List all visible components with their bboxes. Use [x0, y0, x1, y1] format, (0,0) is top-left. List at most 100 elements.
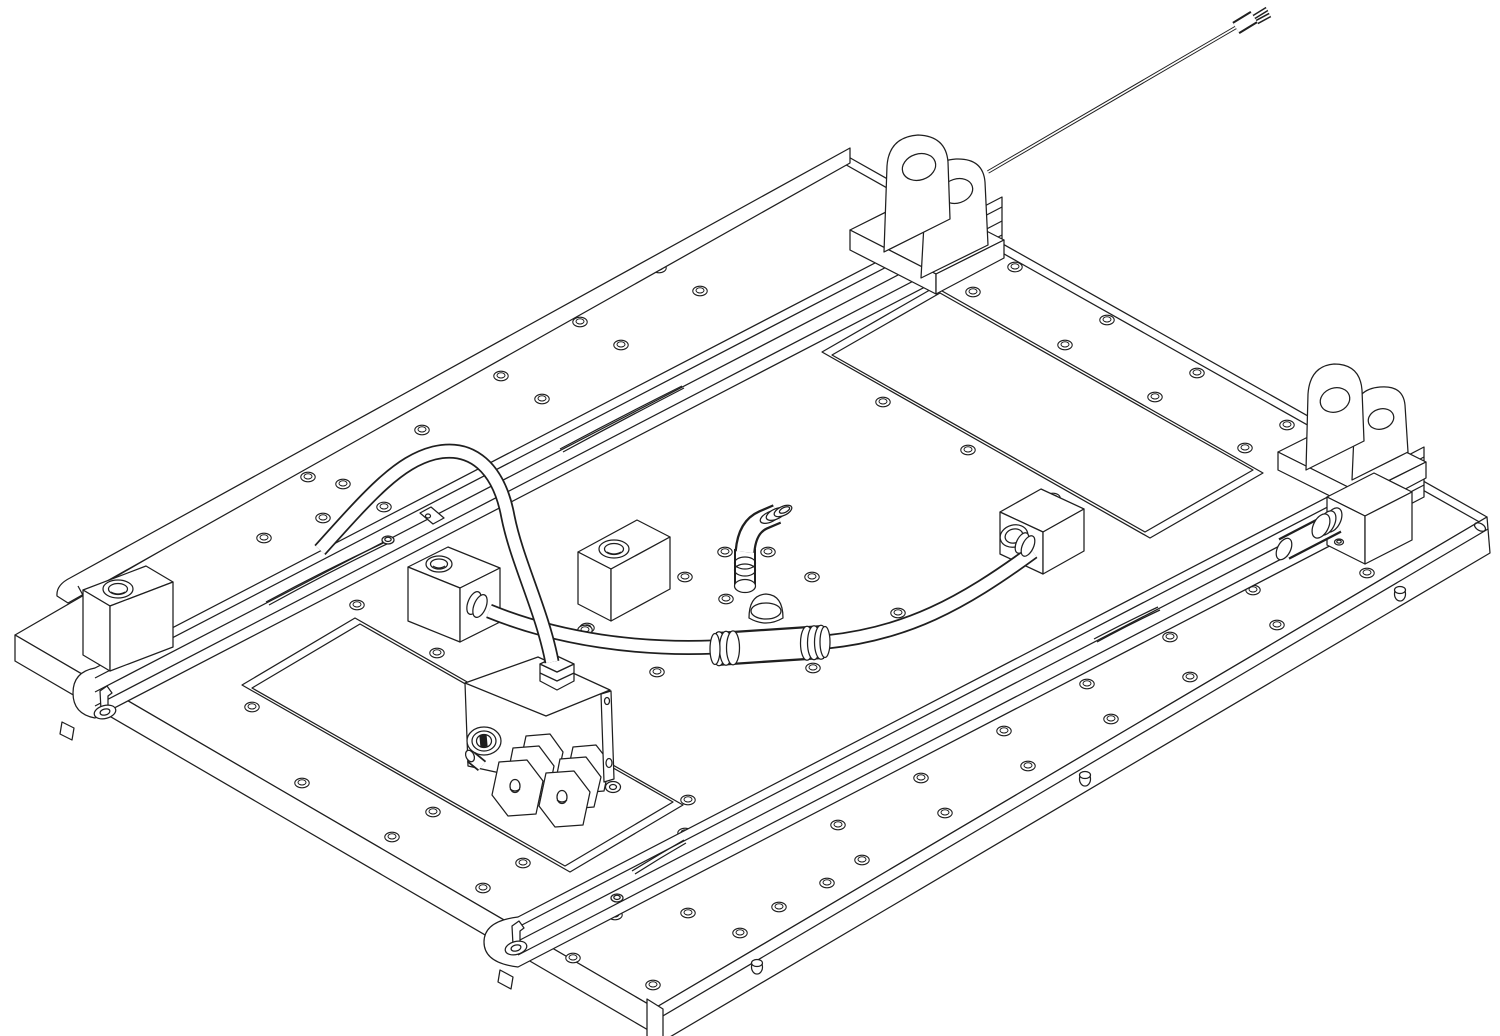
tube-end-collar: [1020, 535, 1036, 557]
screw-hole-slot: [859, 860, 865, 863]
elbow-base-cap: [733, 578, 757, 594]
screw-hole-slot: [1274, 625, 1280, 628]
screw-hole-slot: [381, 507, 387, 510]
screw-hole-slot: [809, 577, 815, 580]
screw-hole-slot: [261, 538, 267, 541]
screw-hole-slot: [737, 933, 743, 936]
air-tube-left-bore: [486, 605, 715, 654]
screw-hole-slot: [320, 518, 326, 521]
screw-hole-slot: [1284, 425, 1290, 428]
manifold-port-slot: [479, 734, 488, 748]
back-rail-line: [94, 220, 1003, 693]
elbow-ring: [733, 556, 757, 570]
screw-hole-slot: [810, 668, 816, 671]
counterbore-tick: [606, 551, 622, 555]
counterbore-tick: [110, 591, 126, 595]
guide-block-left-center-counterbore-inner: [429, 558, 449, 570]
back-rail-line: [94, 206, 1003, 679]
lifting-lug-right-front: [1305, 363, 1365, 471]
front-rail-foot: [497, 969, 514, 990]
screw-hole-slot: [1194, 373, 1200, 376]
front-rail-slot: [631, 839, 685, 872]
screw-hole-slot: [685, 800, 691, 803]
lifting-lug-top-front-hole: [901, 152, 937, 182]
cable-connector-prong-bore: [1253, 8, 1268, 18]
screw-hole-slot: [340, 484, 346, 487]
stop-block-right-side: [1364, 491, 1413, 565]
lifting-lug-top-front: [883, 134, 951, 253]
manifold-port-ring: [471, 730, 497, 752]
screw-hole-slot: [1108, 719, 1114, 722]
manifold-clip-screw: [605, 757, 613, 769]
top-lug-bracket-side: [935, 239, 1005, 295]
back-rail-slot: [268, 540, 394, 606]
back-rail-slot: [559, 385, 683, 450]
screw-hole-slot: [1104, 320, 1110, 323]
screw-hole-slot: [1012, 267, 1018, 270]
screw-hole-slot: [249, 707, 255, 710]
screw-hole-slot: [419, 430, 425, 433]
lifting-lug-right-front-hole: [1319, 387, 1351, 413]
screw-hole-slot: [970, 292, 976, 295]
screw-hole-slot: [1167, 637, 1173, 640]
elbow-end-inner: [778, 506, 791, 514]
front-rail-slot: [1093, 606, 1159, 640]
screw-hole-slot: [765, 552, 771, 555]
screw-hole-slot: [1025, 766, 1031, 769]
screw-hole-slot: [722, 552, 728, 555]
stop-block-right-screw-inner: [1336, 539, 1342, 544]
screw-hole-slot: [824, 883, 830, 886]
screw-hole-slot: [480, 888, 486, 891]
manifold-standpipe-band: [539, 672, 575, 682]
locating-pin-end-cap: [1275, 537, 1293, 561]
tee-end-cap: [819, 625, 831, 659]
front-rail-latch-washer-inner: [510, 944, 522, 952]
front-rail-slot: [634, 842, 687, 875]
screw-hole-slot: [1001, 731, 1007, 734]
tee-dome-ring: [750, 602, 782, 620]
screw-hole-slot: [1242, 448, 1248, 451]
stop-block-left-side: [109, 581, 174, 672]
cable-connector-ferrule-bore: [1233, 12, 1257, 33]
screw-hole-slot: [389, 837, 395, 840]
screw-hole-slot: [697, 291, 703, 294]
screw-hole-slot: [354, 605, 360, 608]
elbow-end-cap: [773, 504, 793, 518]
front-rail-line: [517, 484, 1425, 956]
front-rail-latch-washer: [504, 940, 528, 956]
screw-hole-slot: [1364, 573, 1370, 576]
back-rail-latch-washer-inner: [99, 708, 111, 716]
elbow-ring: [733, 563, 757, 577]
push-fit-collar: [472, 594, 488, 618]
stop-block-left-counterbore: [102, 579, 134, 599]
front-rail-line: [517, 470, 1425, 942]
screw-hole-slot: [1062, 345, 1068, 348]
screw-hole-slot: [570, 958, 576, 961]
tee-end-cap: [709, 632, 721, 666]
manifold-top-edge: [464, 682, 611, 717]
screw-hole-slot: [654, 672, 660, 675]
screw-hole-slot: [942, 813, 948, 816]
screw-hole-slot: [650, 985, 656, 988]
screw-hole-slot: [895, 613, 901, 616]
back-rail-clip-pin: [424, 513, 432, 519]
flange-standoff-top: [750, 958, 764, 968]
back-rail-slot: [562, 387, 685, 453]
hex-plug-dimple-arc: [556, 799, 568, 803]
screw-hole-slot: [1152, 397, 1158, 400]
screw-hole-slot: [1084, 684, 1090, 687]
screw-hole-slot: [577, 322, 583, 325]
cable-connector-prong-bore: [1256, 14, 1271, 23]
air-tube-loop-bore: [315, 445, 558, 664]
screw-hole-slot: [539, 399, 545, 402]
hex-plug-face: [491, 759, 544, 817]
screw-hole-slot: [430, 812, 436, 815]
tee-collar: [725, 630, 741, 666]
plate-flange-hem-line: [655, 528, 1489, 1021]
screw-hole-slot: [1187, 677, 1193, 680]
guide-block-center-right-side: [1042, 508, 1085, 575]
manifold-clip-screw: [603, 696, 611, 706]
front-rail-screw-inner: [613, 894, 621, 901]
screw-hole-slot: [682, 577, 688, 580]
